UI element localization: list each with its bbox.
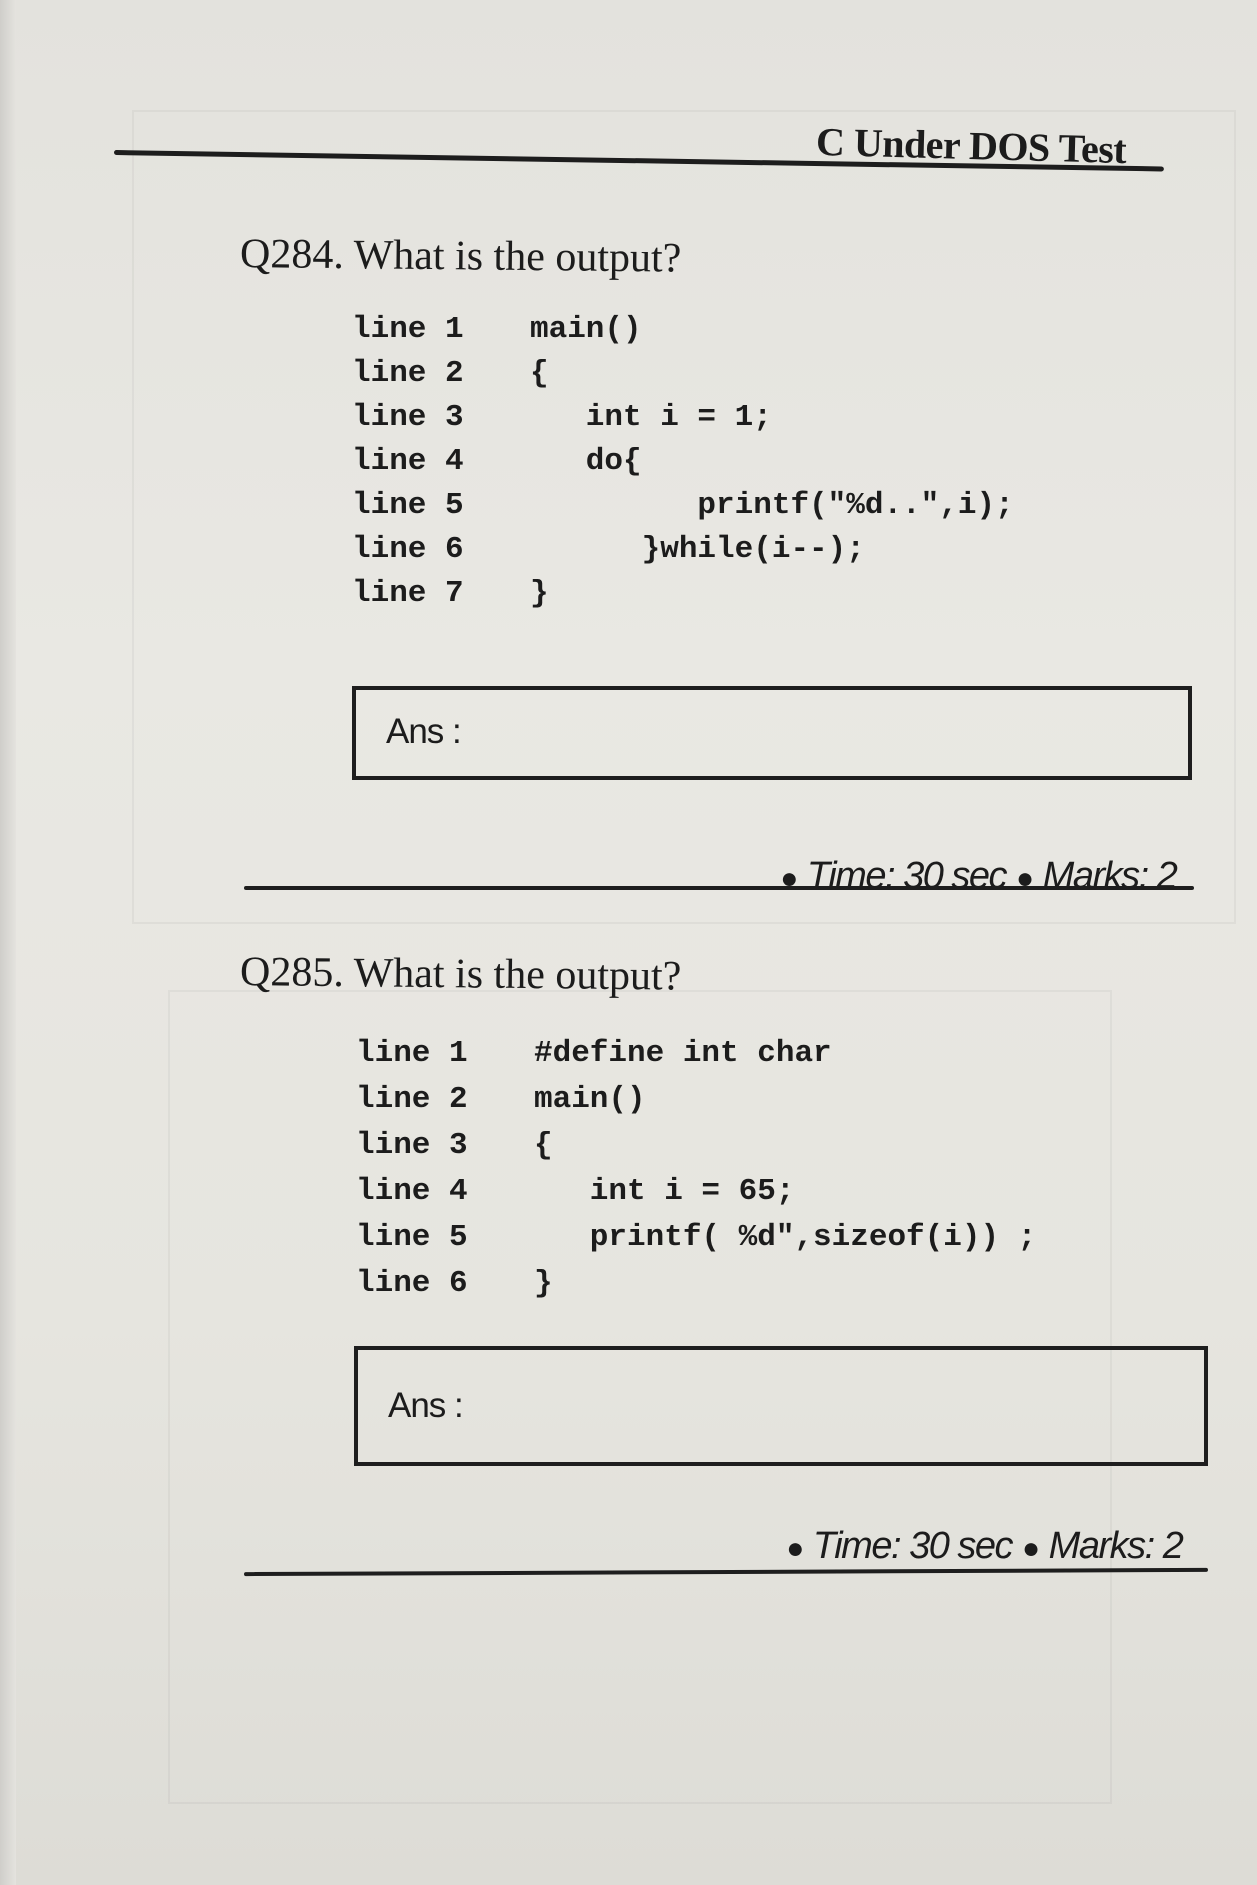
- line-number: line 4: [356, 1174, 468, 1209]
- line-number: line 4: [352, 444, 464, 479]
- code-line: line 1 #define int char: [356, 1036, 1116, 1080]
- question-meta: ●Time: 30 sec●Marks: 2: [740, 1482, 1184, 1611]
- line-number: line 2: [356, 1082, 468, 1117]
- code-line: line 6 }while(i--);: [352, 532, 1112, 576]
- line-number: line 6: [352, 532, 464, 567]
- question-285: Q285. What is the output? line 1 #define …: [240, 946, 1240, 1586]
- line-code: }: [530, 576, 549, 611]
- line-number: line 2: [352, 356, 464, 391]
- marks: Marks: 2: [1048, 1525, 1184, 1567]
- page-edge: [0, 0, 16, 1885]
- line-number: line 1: [352, 312, 464, 347]
- line-code: }: [534, 1266, 553, 1301]
- question-divider: [244, 886, 1194, 890]
- bleed-through-panel: [168, 990, 1112, 1804]
- question-title: Q285. What is the output?: [240, 948, 682, 1001]
- code-line: line 3 {: [356, 1128, 1116, 1172]
- question-prompt: What is the output?: [353, 232, 682, 282]
- bullet-icon: ●: [1022, 1532, 1040, 1565]
- bleed-through-panel: [132, 110, 1236, 924]
- line-number: line 6: [356, 1266, 468, 1301]
- code-line: line 2 main(): [356, 1082, 1116, 1126]
- line-code: printf( %d",sizeof(i)) ;: [534, 1220, 1037, 1255]
- answer-label: Ans :: [386, 712, 462, 751]
- code-line: line 7}: [352, 576, 1112, 620]
- answer-box[interactable]: Ans :: [354, 1346, 1208, 1466]
- line-code: do{: [530, 444, 642, 479]
- line-number: line 1: [356, 1036, 468, 1071]
- question-number: Q285.: [239, 949, 345, 997]
- code-line: line 4 do{: [352, 444, 1112, 488]
- question-title: Q284. What is the output?: [240, 230, 682, 283]
- code-line: line 5 printf("%d..",i);: [352, 488, 1112, 532]
- line-number: line 3: [352, 400, 464, 435]
- code-line: line 5 printf( %d",sizeof(i)) ;: [356, 1220, 1116, 1264]
- question-284: Q284. What is the output? line 1 main() l…: [240, 228, 1240, 898]
- line-number: line 5: [356, 1220, 468, 1255]
- line-number: line 5: [352, 488, 464, 523]
- line-code: printf("%d..",i);: [530, 488, 1014, 523]
- line-code: }while(i--);: [530, 532, 865, 567]
- answer-label: Ans :: [388, 1386, 464, 1425]
- code-line: line 2 {: [352, 356, 1112, 400]
- line-code: int i = 1;: [530, 400, 772, 435]
- code-line: line 6}: [356, 1266, 1116, 1310]
- time-limit: Time: 30 sec: [806, 855, 1008, 897]
- bullet-icon: ●: [786, 1532, 804, 1565]
- code-line: line 3 int i = 1;: [352, 400, 1112, 444]
- line-code: int i = 65;: [534, 1174, 795, 1209]
- marks: Marks: 2: [1042, 855, 1178, 897]
- code-line: line 4 int i = 65;: [356, 1174, 1116, 1218]
- line-code: {: [530, 356, 549, 391]
- question-prompt: What is the output?: [353, 950, 682, 1000]
- line-number: line 3: [356, 1128, 468, 1163]
- bullet-icon: ●: [780, 862, 798, 895]
- question-number: Q284.: [239, 231, 345, 279]
- bullet-icon: ●: [1016, 862, 1034, 895]
- question-meta: ●Time: 30 sec●Marks: 2: [734, 812, 1178, 941]
- line-code: #define int char: [534, 1036, 832, 1071]
- line-code: main(): [534, 1082, 646, 1117]
- answer-box[interactable]: Ans :: [352, 686, 1192, 780]
- code-line: line 1 main(): [352, 312, 1112, 356]
- line-code: main(): [530, 312, 642, 347]
- line-number: line 7: [352, 576, 464, 611]
- line-code: {: [534, 1128, 553, 1163]
- time-limit: Time: 30 sec: [812, 1525, 1014, 1567]
